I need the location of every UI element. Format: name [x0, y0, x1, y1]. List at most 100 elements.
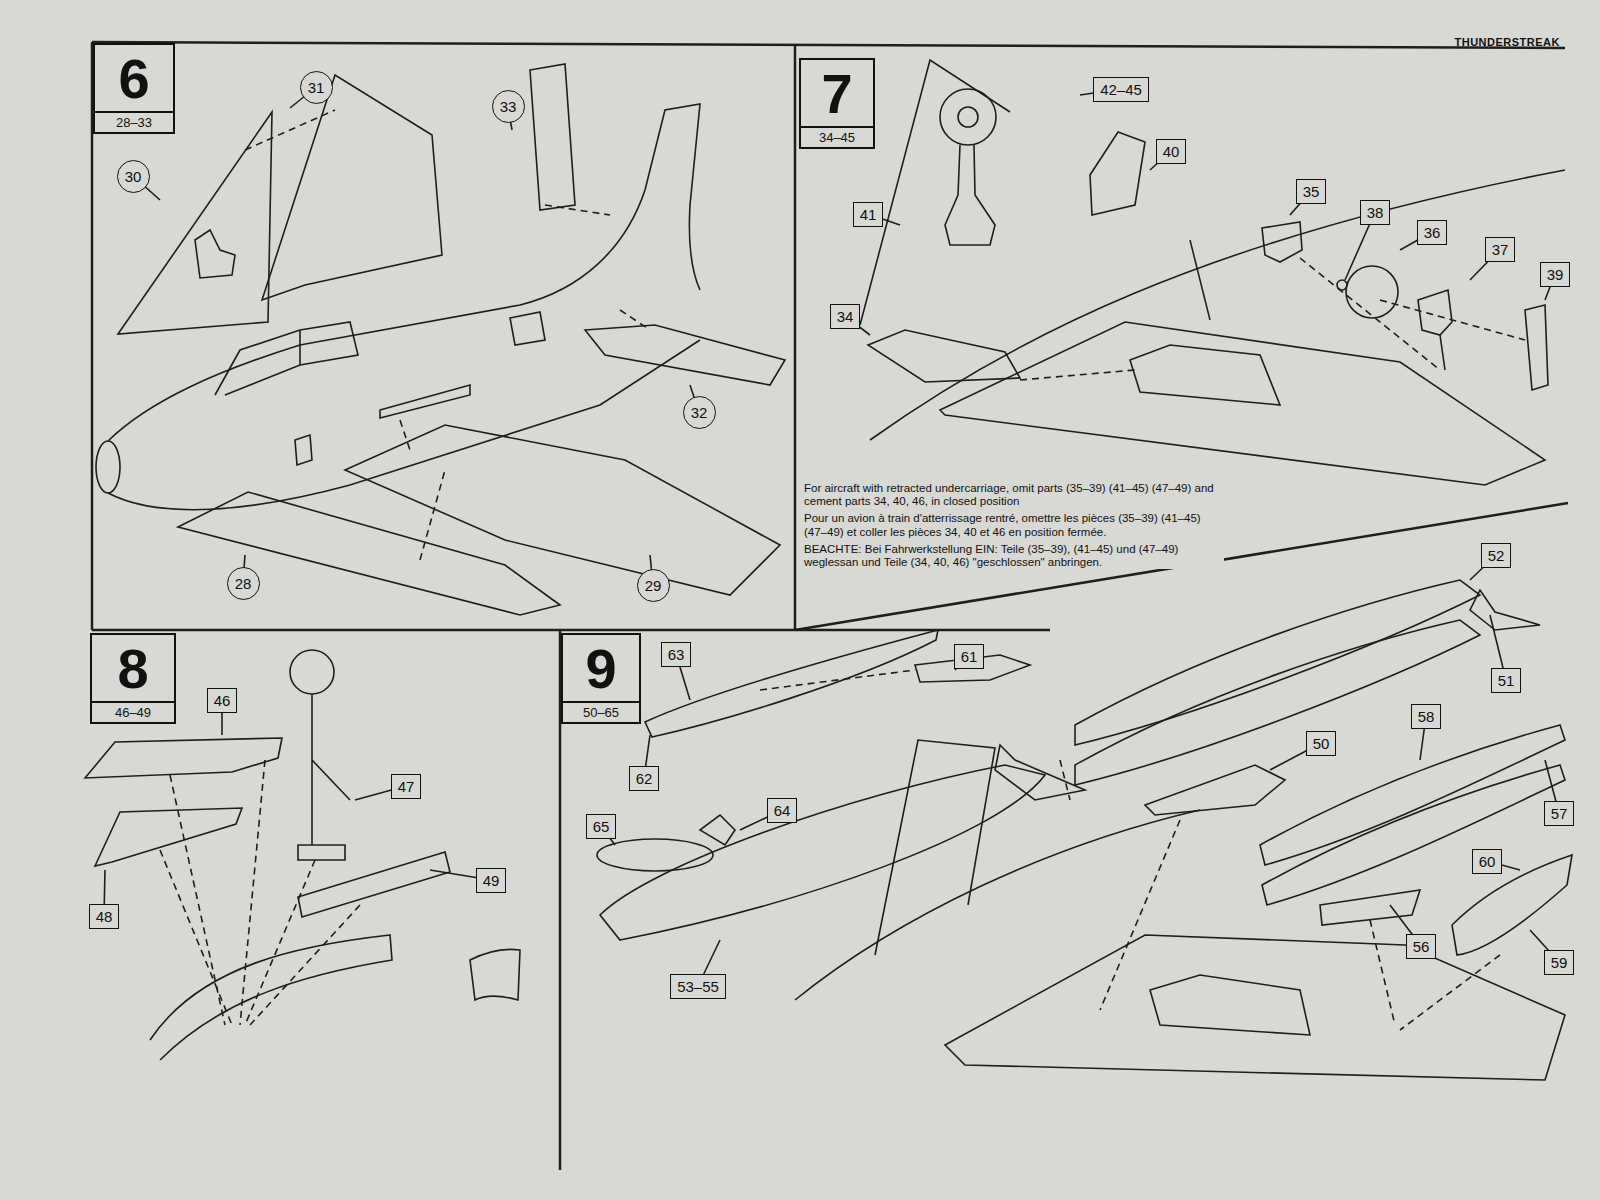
part-number: 28: [235, 575, 252, 592]
callout-number: 61: [954, 644, 985, 669]
callout-number: 46: [207, 688, 238, 713]
rudder: [530, 64, 575, 210]
wheel: [1346, 266, 1398, 318]
tank-fin: [1470, 590, 1540, 630]
tank-fin: [995, 745, 1085, 800]
callout-number: 52: [1481, 543, 1512, 568]
panel-frame: [92, 42, 1568, 1170]
callout-number: 34: [830, 304, 861, 329]
part-number: 30: [125, 168, 142, 185]
part-number: 41: [860, 206, 877, 223]
callout-number: 62: [629, 766, 660, 791]
bomb-fin: [700, 815, 735, 845]
gear-door: [1418, 290, 1452, 335]
rocket-pod: [645, 630, 938, 737]
callout-number: 41: [853, 202, 884, 227]
pylon-tank: [1452, 855, 1572, 955]
part-number: 51: [1498, 672, 1515, 689]
gear-leg: [1440, 335, 1445, 370]
callout-number: 42–45: [1093, 77, 1149, 102]
part-number: 38: [1367, 204, 1384, 221]
part-range: 28–33: [95, 111, 173, 132]
step-number: 7: [821, 60, 852, 126]
part-number: 40: [1163, 143, 1180, 160]
callout-number: 35: [1296, 179, 1327, 204]
gear-leg: [945, 145, 995, 245]
part-number: 33: [500, 98, 517, 115]
part-range: 50–65: [563, 701, 639, 722]
callout-number: 33: [492, 90, 525, 123]
step-number: 9: [585, 635, 616, 701]
callout-number: 51: [1491, 668, 1522, 693]
gear-leg: [298, 694, 350, 860]
callout-number: 47: [391, 774, 422, 799]
part-number: 37: [1492, 241, 1509, 258]
fin-outline: [860, 60, 1010, 325]
part-range: 46–49: [92, 701, 174, 722]
part-number: 48: [96, 908, 113, 925]
fin-outline: [875, 740, 995, 955]
note-block: For aircraft with retracted undercarriag…: [804, 482, 1224, 573]
part-number: 46: [214, 692, 231, 709]
wheel: [940, 89, 996, 145]
part-number: 32: [691, 404, 708, 421]
part-number: 63: [668, 646, 685, 663]
drop-tank: [1075, 620, 1480, 785]
callout-number: 59: [1544, 950, 1575, 975]
drop-tank: [1260, 725, 1565, 865]
fin-slot: [195, 230, 235, 278]
assembly-note: Pour un avion à train d'atterrissage ren…: [804, 512, 1224, 538]
drop-tank: [600, 765, 1045, 940]
callout-number: 36: [1417, 220, 1448, 245]
fin-half: [118, 112, 272, 334]
fairing: [470, 949, 520, 1000]
wheel-well: [1130, 345, 1280, 405]
wing-upper: [345, 425, 780, 595]
callout-number: 60: [1472, 849, 1503, 874]
fuselage-drawing: [96, 104, 700, 510]
part-number: 36: [1424, 224, 1441, 241]
step-box: 950–65: [561, 633, 641, 724]
part-number: 57: [1551, 805, 1568, 822]
pylon: [1320, 890, 1420, 925]
part-number: 53–55: [677, 978, 719, 995]
part-number: 52: [1488, 547, 1505, 564]
part-number: 31: [308, 79, 325, 96]
sheet-title: THUNDERSTREAK: [1455, 36, 1561, 48]
wheel-hub: [958, 107, 978, 127]
gear-bracket: [1262, 222, 1302, 262]
part-number: 59: [1551, 954, 1568, 971]
tail-fin: [262, 75, 442, 300]
gear-door: [1090, 132, 1145, 215]
wheel-well: [1150, 975, 1310, 1035]
part-range: 34–45: [801, 126, 873, 147]
part-number: 56: [1413, 938, 1430, 955]
part-number: 60: [1479, 853, 1496, 870]
part-number: 29: [645, 577, 662, 594]
callout-number: 29: [637, 569, 670, 602]
step-box: 734–45: [799, 58, 875, 149]
step-box: 628–33: [93, 43, 175, 134]
callout-number: 50: [1306, 731, 1337, 756]
part-number: 64: [774, 802, 791, 819]
drop-tank: [1262, 765, 1565, 905]
callout-number: 58: [1411, 704, 1442, 729]
assembly-guide: [160, 760, 360, 1025]
assembly-note: For aircraft with retracted undercarriag…: [804, 482, 1224, 508]
gear-door: [1525, 305, 1548, 390]
gear-door: [868, 330, 1020, 382]
callout-number: 28: [227, 567, 260, 600]
callout-number: 31: [300, 71, 333, 104]
step-number: 8: [117, 635, 148, 701]
callout-number: 53–55: [670, 974, 726, 999]
wing: [945, 935, 1565, 1080]
stabilizer: [585, 325, 785, 385]
part-number: 62: [636, 770, 653, 787]
callout-number: 57: [1544, 801, 1575, 826]
callout-number: 48: [89, 904, 120, 929]
assembly-note: BEACHTE: Bei Fahrwerkstellung EIN: Teile…: [804, 543, 1224, 569]
callout-number: 30: [117, 160, 150, 193]
callout-number: 49: [476, 868, 507, 893]
callout-number: 65: [586, 814, 617, 839]
